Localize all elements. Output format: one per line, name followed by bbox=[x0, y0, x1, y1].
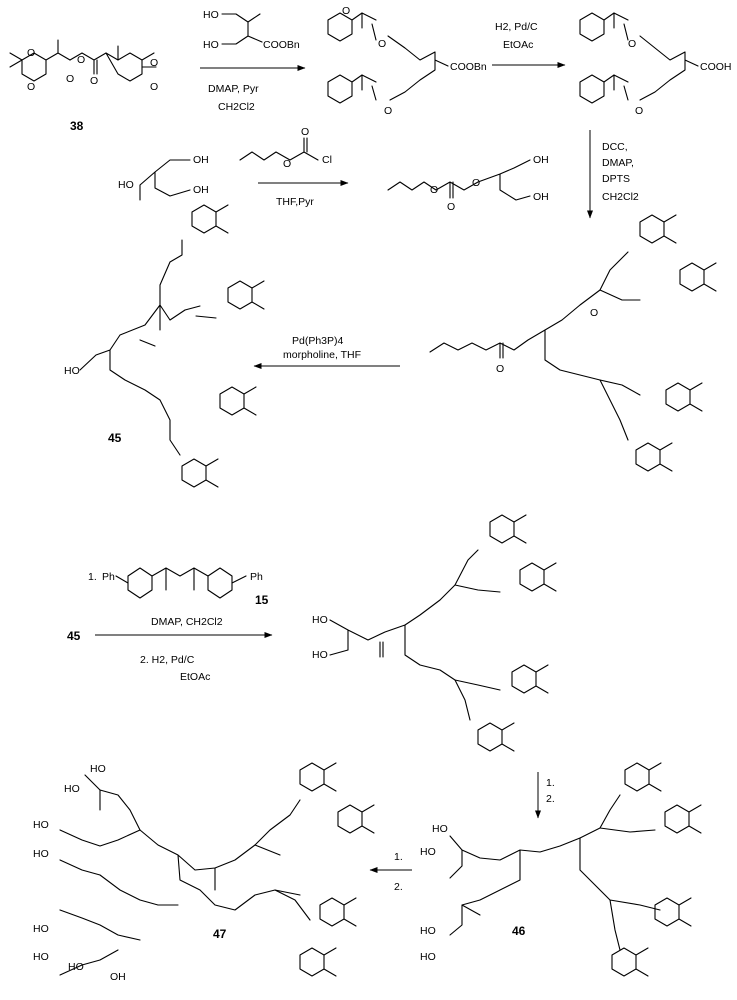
atom-o: O bbox=[66, 73, 74, 85]
atom-o: O bbox=[628, 38, 636, 50]
group-coobn: COOBn bbox=[263, 39, 300, 51]
atom-o: O bbox=[77, 54, 85, 66]
pentaerythritol: OH HO OH bbox=[118, 154, 209, 201]
group-ph: Ph bbox=[102, 571, 115, 583]
group-coobn: COOBn bbox=[450, 61, 487, 73]
reagent-text: 2. H2, Pd/C bbox=[140, 654, 195, 666]
reagent-text: DPTS bbox=[602, 173, 630, 185]
atom-oh: OH bbox=[533, 154, 549, 166]
compound-47-structure: HO HO HO HO HO HO HO OH 47 bbox=[33, 762, 375, 983]
compound-label-45-reactant: 45 bbox=[67, 629, 81, 643]
atom-oh: OH bbox=[110, 971, 126, 983]
atom-o: O bbox=[430, 184, 438, 196]
reagent-text: 1. bbox=[394, 851, 403, 863]
atom-ho: HO bbox=[33, 923, 49, 935]
allyl-carbonate-diol: O O O OH OH bbox=[387, 154, 549, 213]
intermediate-benzyl-ester: O O O COOBn bbox=[327, 5, 487, 117]
atom-ho: HO bbox=[118, 179, 134, 191]
compound-45-structure: HO 45 bbox=[64, 204, 265, 488]
reagent-text: DMAP, bbox=[602, 157, 634, 169]
atom-o: O bbox=[472, 177, 480, 189]
reagent-text: DCC, bbox=[602, 141, 628, 153]
group-cooh: COOH bbox=[700, 61, 732, 73]
atom-o: O bbox=[150, 81, 158, 93]
reagent-text: H2, Pd/C bbox=[495, 21, 538, 33]
anhydride-15: 1. Ph Ph 15 bbox=[88, 567, 269, 607]
atom-ho: HO bbox=[312, 614, 328, 626]
atom-ho: HO bbox=[68, 961, 84, 973]
atom-o: O bbox=[635, 105, 643, 117]
compound-label-47: 47 bbox=[213, 927, 227, 941]
atom-oh: OH bbox=[193, 184, 209, 196]
reagent-text: EtOAc bbox=[503, 39, 533, 51]
atom-o: O bbox=[590, 307, 598, 319]
atom-ho: HO bbox=[203, 39, 219, 51]
atom-ho: HO bbox=[33, 819, 49, 831]
atom-ho: HO bbox=[33, 951, 49, 963]
reagent-text: morpholine, THF bbox=[283, 349, 361, 361]
reagent-text: Pd(Ph3P)4 bbox=[292, 335, 344, 347]
atom-o: O bbox=[384, 105, 392, 117]
atom-o: O bbox=[447, 201, 455, 213]
reagent-text: DMAP, CH2Cl2 bbox=[151, 616, 223, 628]
reagent-diol-benzylester: HO HO COOBn bbox=[203, 9, 300, 51]
atom-ho: HO bbox=[312, 649, 328, 661]
allyl-protected-dendron: O O bbox=[429, 214, 717, 472]
atom-o: O bbox=[90, 75, 98, 87]
compound-label-45: 45 bbox=[108, 431, 122, 445]
compound-38: O O O O O O O 38 bbox=[9, 39, 158, 133]
reagent-text: CH2Cl2 bbox=[602, 191, 639, 203]
compound-label-38: 38 bbox=[70, 119, 84, 133]
reagent-text: EtOAc bbox=[180, 671, 210, 683]
reagent-text: 2. bbox=[394, 881, 403, 893]
reagent-text: 1. bbox=[88, 571, 97, 583]
atom-ho: HO bbox=[64, 783, 80, 795]
atom-o: O bbox=[342, 5, 350, 17]
atom-o: O bbox=[283, 158, 291, 170]
atom-ho: HO bbox=[420, 846, 436, 858]
atom-o: O bbox=[150, 57, 158, 69]
group-ph: Ph bbox=[250, 571, 263, 583]
atom-ho: HO bbox=[33, 848, 49, 860]
atom-o: O bbox=[301, 126, 309, 138]
atom-cl: Cl bbox=[322, 154, 332, 166]
compound-46-structure: HO HO HO HO 46 bbox=[420, 762, 702, 977]
atom-o: O bbox=[27, 47, 35, 59]
atom-ho: HO bbox=[90, 763, 106, 775]
atom-oh: OH bbox=[533, 191, 549, 203]
reagent-text: 2. bbox=[546, 793, 555, 805]
compound-label-46: 46 bbox=[512, 924, 526, 938]
intermediate-acid: O O COOH bbox=[579, 12, 732, 117]
reagent-text: CH2Cl2 bbox=[218, 101, 255, 113]
atom-ho: HO bbox=[64, 365, 80, 377]
intermediate-diol-dendron: HO HO bbox=[312, 514, 557, 752]
reagent-text: 1. bbox=[546, 777, 555, 789]
atom-o: O bbox=[27, 81, 35, 93]
atom-ho: HO bbox=[203, 9, 219, 21]
atom-oh: OH bbox=[193, 154, 209, 166]
compound-label-15: 15 bbox=[255, 593, 269, 607]
atom-o: O bbox=[496, 363, 504, 375]
atom-ho: HO bbox=[432, 823, 448, 835]
reagent-text: DMAP, Pyr bbox=[208, 83, 259, 95]
atom-ho: HO bbox=[420, 925, 436, 937]
reagent-text: THF,Pyr bbox=[276, 196, 314, 208]
atom-o: O bbox=[378, 38, 386, 50]
atom-ho: HO bbox=[420, 951, 436, 963]
reagent-allyl-chloroformate: O O Cl bbox=[239, 126, 332, 170]
